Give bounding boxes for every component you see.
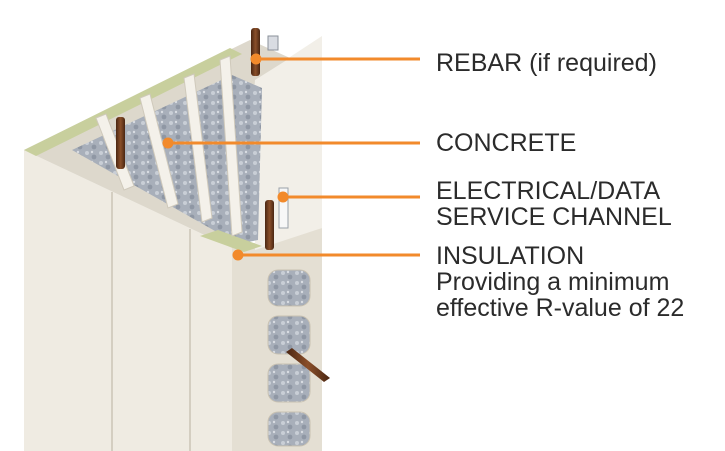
callout-insulation: INSULATION Providing a minimum effective… [436, 243, 684, 321]
rebar-1 [251, 28, 260, 76]
callout-rebar: REBAR (if required) [436, 50, 657, 76]
callout-rebar-line-1: REBAR (if required) [436, 49, 657, 77]
rebar-2 [116, 117, 125, 169]
callout-insulation-line-3: effective R-value of 22 [436, 294, 685, 322]
leader-lines [162, 53, 420, 261]
callout-insulation-line-1: INSULATION [436, 242, 585, 270]
callout-service-channel-line-2: SERVICE CHANNEL [436, 203, 672, 231]
insulation-strip-left [24, 48, 242, 156]
callout-service-channel-line-1: ELECTRICAL/DATA [436, 177, 661, 205]
rebar-4 [286, 348, 330, 382]
callout-insulation-line-2: Providing a minimum [436, 268, 670, 296]
callout-concrete-line-1: CONCRETE [436, 129, 577, 157]
callout-concrete: CONCRETE [436, 130, 576, 156]
insulation-strip-front [200, 230, 262, 252]
callout-service-channel: ELECTRICAL/DATA SERVICE CHANNEL [436, 178, 672, 230]
left-wall-front-face [24, 150, 232, 451]
service-channel [278, 187, 289, 229]
rebar-3 [265, 200, 274, 250]
